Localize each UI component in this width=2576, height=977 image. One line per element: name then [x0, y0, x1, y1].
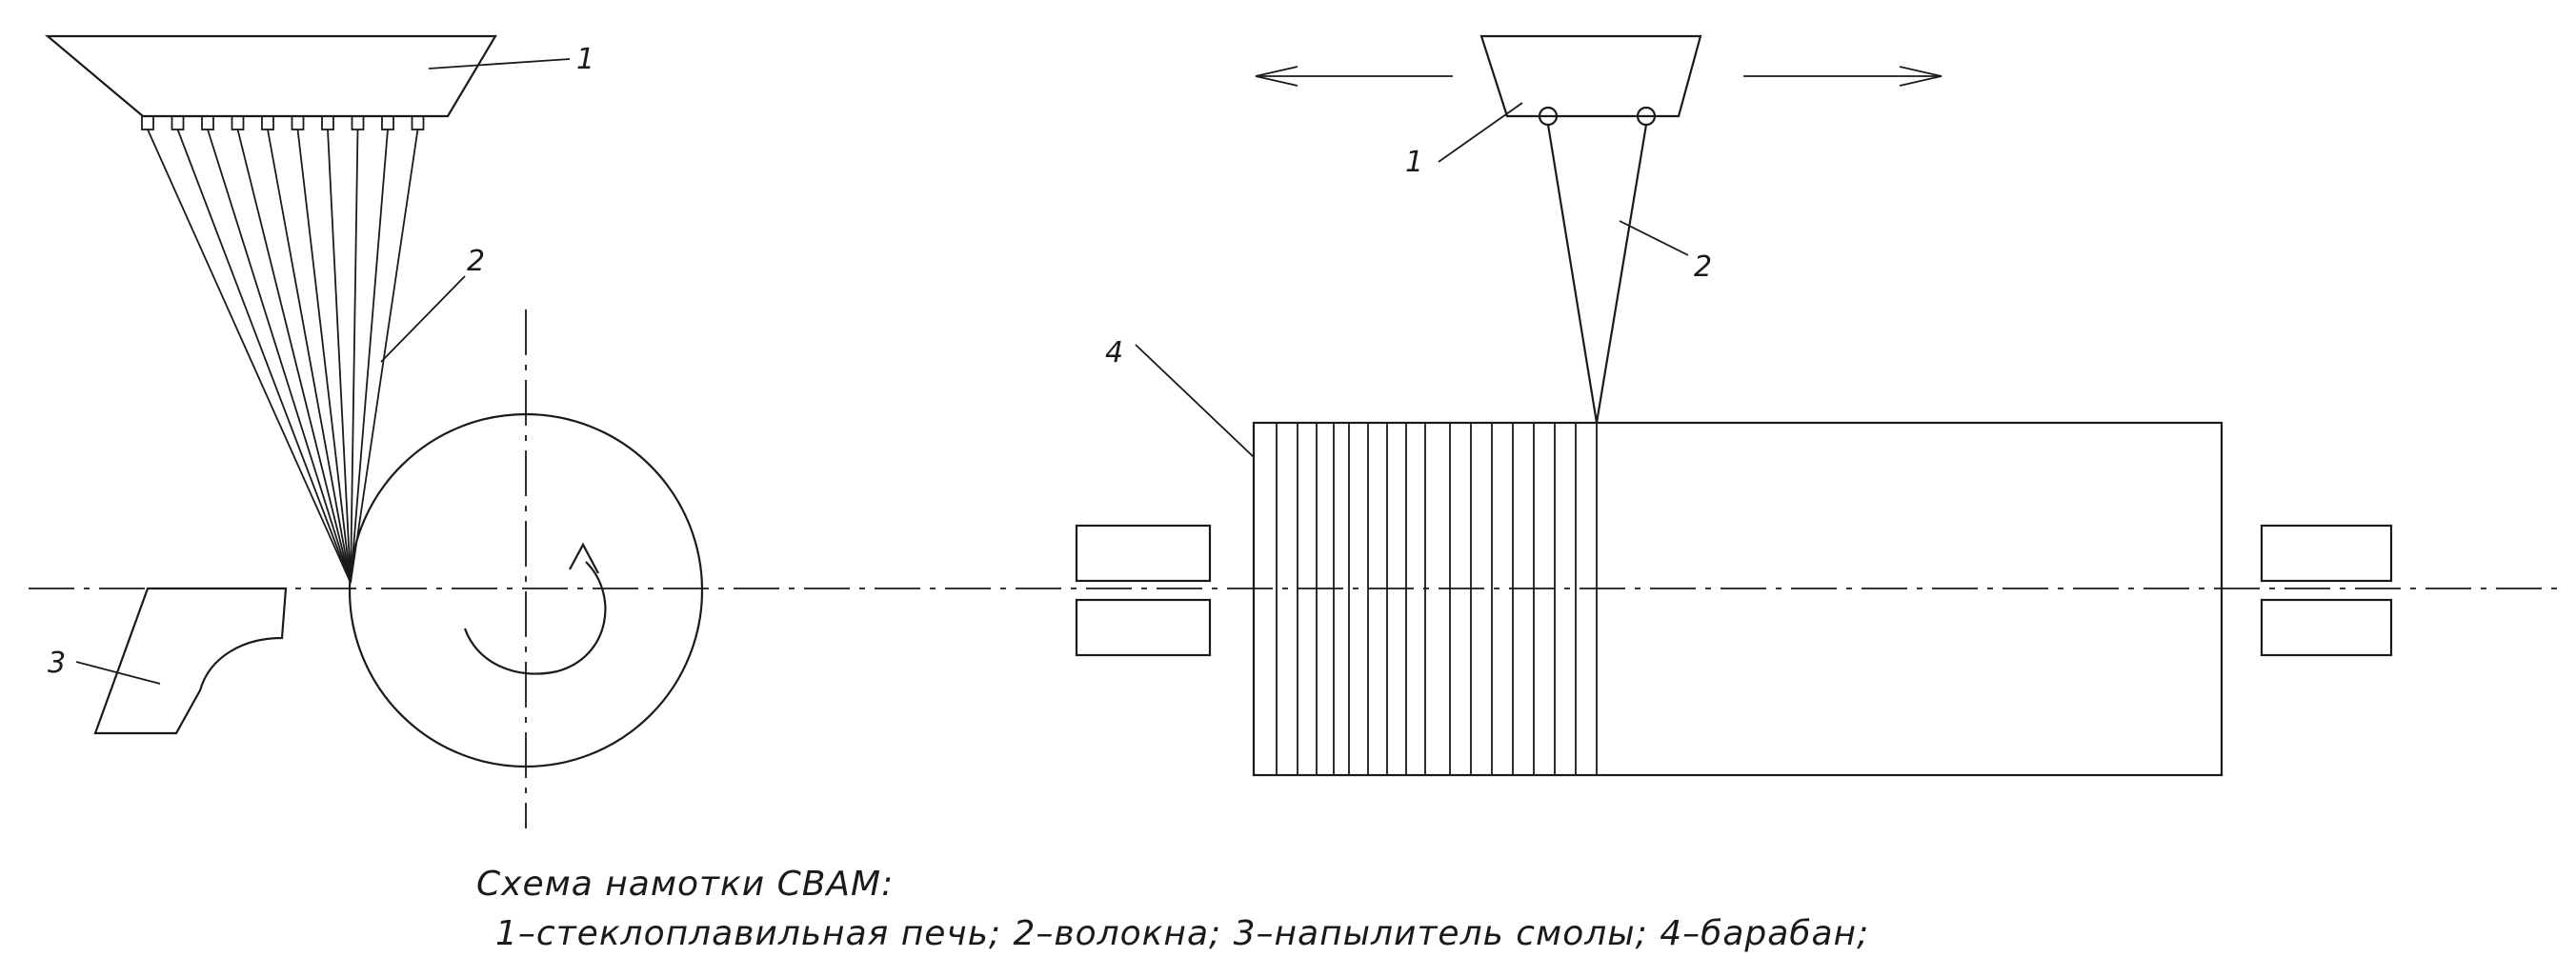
left-furnace [44, 34, 497, 118]
rotation-arrow-head [569, 542, 599, 574]
glass-fiber [147, 129, 352, 584]
left-drum-circle [348, 412, 704, 768]
furnace-nozzles [141, 115, 425, 130]
drum-windings [1276, 423, 1598, 775]
furnace-nozzle [321, 115, 334, 130]
glass-fiber [327, 129, 352, 584]
furnace-nozzle [291, 115, 305, 130]
glass-fiber [236, 129, 352, 584]
right-fiber-b [1595, 124, 1648, 424]
label-left-fibers: 2 [467, 245, 485, 278]
left-fibers [147, 129, 419, 584]
resin-sprayer [93, 587, 288, 735]
right-fiber-a [1546, 124, 1599, 424]
resin-sprayer-leader [75, 661, 161, 685]
right-furnace [1479, 34, 1702, 118]
right-furnace-leader [1438, 102, 1523, 163]
label-right-fibers: 2 [1694, 250, 1712, 284]
furnace-nozzle [261, 115, 274, 130]
glass-fiber [176, 129, 352, 584]
label-drum: 4 [1105, 336, 1123, 369]
glass-fiber [350, 129, 359, 584]
glass-fiber [350, 129, 389, 584]
furnace-nozzle [351, 115, 365, 130]
move-right-arrow-head [1899, 66, 1942, 87]
furnace-nozzle [381, 115, 394, 130]
left-bearing-bottom [1075, 598, 1212, 657]
furnace-nozzle [201, 115, 214, 130]
glass-fiber [267, 129, 352, 584]
glass-fiber [207, 129, 352, 584]
glass-fiber [296, 129, 352, 584]
right-view: 1 2 4 [1075, 34, 2393, 777]
furnace-nozzle [411, 115, 425, 130]
furnace-nozzle [231, 115, 245, 130]
label-left-furnace: 1 [576, 43, 594, 76]
right-fibers-leader [1619, 220, 1689, 256]
furnace-nozzle [141, 115, 154, 130]
left-fibers-leader [380, 275, 466, 363]
label-right-furnace: 1 [1405, 146, 1423, 179]
right-bearing-top [2260, 524, 2393, 583]
rotation-arrow [463, 561, 607, 675]
glass-fiber [350, 129, 419, 584]
move-left-arrow-head [1255, 66, 1298, 87]
caption-title: Схема намотки СВАМ: [476, 865, 895, 904]
label-resin-sprayer: 3 [48, 647, 66, 680]
furnace-nozzle [171, 115, 185, 130]
left-bearing-top [1075, 524, 1212, 583]
caption-legend: 1–стеклоплавильная печь; 2–волокна; 3–на… [495, 914, 1870, 953]
drum-body [1252, 421, 2224, 777]
left-furnace-leader [428, 58, 571, 70]
right-bearing-bottom [2260, 598, 2393, 657]
left-view: 3 1 2 [44, 34, 704, 828]
drum-leader [1135, 344, 1255, 458]
